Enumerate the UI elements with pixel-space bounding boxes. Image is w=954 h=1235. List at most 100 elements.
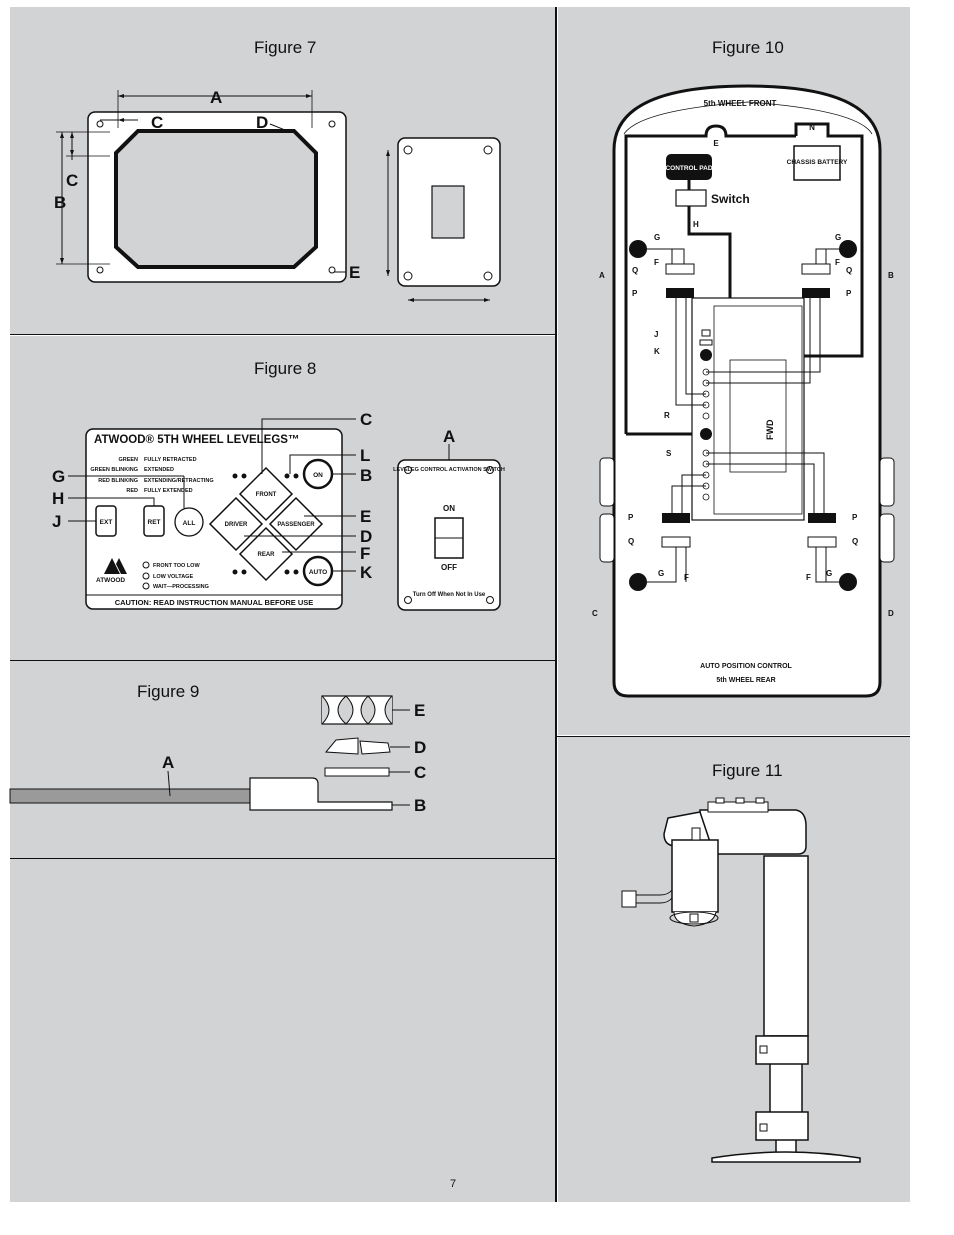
fig10-label-q-tl: Q (632, 266, 638, 275)
status-low-voltage: LOW VOLTAGE (153, 574, 193, 580)
ret-button[interactable]: RET (143, 505, 165, 537)
svg-text:EXT: EXT (100, 519, 113, 526)
svg-text:AUTO: AUTO (309, 569, 327, 576)
fig10-label-q-br: Q (852, 537, 858, 546)
fig9-label-c: C (414, 763, 426, 782)
svg-text:ON: ON (313, 472, 323, 479)
fig10-label-r: R (664, 411, 670, 420)
fig10-label-h: H (693, 220, 699, 229)
blank-panel (10, 859, 556, 1202)
fig10-label-f-bl: F (684, 573, 689, 582)
fig10-label-n: N (809, 123, 815, 132)
switch-on-label: ON (443, 504, 455, 513)
legend-meaning-4: FULLY EXTENDED (144, 488, 193, 494)
fig9-label-d: D (414, 738, 426, 757)
fig10-label-p-tr: P (846, 289, 852, 298)
divider-10-11 (557, 736, 910, 737)
fig10-label-e: E (713, 139, 719, 148)
fig8-panel-title: ATWOOD® 5TH WHEEL LEVELEGS™ (94, 434, 299, 446)
on-button[interactable]: ON (302, 458, 334, 490)
fig10-label-g-bl: G (658, 569, 664, 578)
fig8-label-l: L (360, 446, 370, 465)
legend-meaning-2: EXTENDED (144, 467, 174, 473)
legend-color-4: RED (126, 488, 138, 494)
fig10-label-f-tr: F (835, 258, 840, 267)
front-button[interactable]: FRONT (238, 466, 294, 522)
all-button[interactable]: ALL (174, 507, 204, 537)
fig8-label-g: G (52, 467, 65, 486)
fig10-label-j: J (654, 330, 658, 339)
tire-right (879, 457, 895, 563)
figure-9-title: Figure 9 (137, 682, 200, 701)
svg-text:FRONT: FRONT (256, 492, 277, 498)
fig10-switch (675, 189, 707, 207)
fig9-label-e: E (414, 701, 425, 720)
status-front-too-low: FRONT TOO LOW (153, 563, 200, 569)
battery-label: CHASSIS BATTERY (787, 159, 848, 166)
fig10-switch-label: Switch (711, 192, 750, 206)
svg-text:REAR: REAR (257, 552, 275, 558)
rear-button[interactable]: REAR (238, 526, 294, 582)
switch-title: LEVELEG CONTROL ACTIVATION SWITCH (393, 467, 505, 473)
switch-off-label: OFF (441, 563, 457, 572)
fig7-label-d: D (256, 113, 268, 132)
legend-color-3: RED BLINKING (98, 478, 138, 484)
svg-text:RET: RET (148, 519, 161, 526)
atwood-logo-icon (104, 558, 127, 574)
switch-note: Turn Off When Not In Use (413, 592, 486, 598)
svg-text:LEVELEG CONTROL ACTIVATION SWI: LEVELEG CONTROL ACTIVATION SWITCH (393, 467, 505, 473)
fig10-label-g-br: G (826, 569, 832, 578)
fwd-label: FWD (765, 419, 775, 440)
fig8-label-f: F (360, 544, 370, 563)
fig7-label-a: A (210, 88, 222, 107)
fig8-label-k: K (360, 563, 373, 582)
divider-9-blank (10, 858, 556, 859)
fig8-label-e: E (360, 507, 371, 526)
figure-10-title: Figure 10 (712, 38, 784, 57)
fig7-label-b: B (54, 193, 66, 212)
page-number: 7 (450, 1178, 457, 1190)
figure-10-diagram: 5th WHEEL FRONT E N CHASSIS BATTERY CONT… (592, 84, 895, 698)
fig8-label-b: B (360, 466, 372, 485)
fig7-label-c-side: C (66, 171, 78, 190)
fig10-label-f-tl: F (654, 258, 659, 267)
fig10-label-k: K (654, 347, 660, 356)
fig10-label-c: C (592, 609, 598, 618)
svg-text:ALL: ALL (183, 520, 196, 527)
legend-color-1: GREEN (118, 457, 138, 463)
auto-button[interactable]: AUTO (302, 555, 334, 587)
svg-text:PASSENGER: PASSENGER (277, 522, 315, 528)
divider-8-9 (10, 660, 556, 661)
fig10-front-label: 5th WHEEL FRONT (704, 99, 777, 108)
legend-color-2: GREEN BLINKING (90, 467, 138, 473)
divider-7-8 (10, 334, 556, 335)
tire-left (599, 457, 615, 563)
ext-button[interactable]: EXT (95, 505, 117, 537)
fig8-label-a: A (443, 427, 455, 446)
fig8-label-j: J (52, 512, 61, 531)
fig10-label-a: A (599, 271, 605, 280)
figure-7-diagram: A C D C B E (54, 88, 501, 302)
figure-9-diagram: A E D C B (9, 695, 426, 815)
figure-11-diagram (621, 797, 861, 1163)
atwood-brand: ATWOOD (96, 577, 125, 584)
fig10-label-g-tr: G (835, 233, 841, 242)
svg-text:DRIVER: DRIVER (225, 522, 248, 528)
fig10-rear-line2: 5th WHEEL REAR (716, 677, 775, 684)
fig10-label-g-tl: G (654, 233, 660, 242)
fig8-label-c: C (360, 410, 372, 429)
figure-8-title: Figure 8 (254, 359, 317, 378)
fig10-label-s: S (666, 449, 672, 458)
fig10-label-p-tl: P (632, 289, 638, 298)
caution-text: CAUTION: READ INSTRUCTION MANUAL BEFORE … (115, 598, 314, 607)
status-wait-processing: WAIT—PROCESSING (153, 584, 209, 590)
vertical-divider (555, 7, 557, 1202)
legend-meaning-1: FULLY RETRACTED (144, 457, 197, 463)
fig10-label-q-bl: Q (628, 537, 634, 546)
passenger-button[interactable]: PASSENGER (268, 496, 324, 552)
driver-button[interactable]: DRIVER (208, 496, 264, 552)
fig8-label-d: D (360, 527, 372, 546)
figure-8-diagram: ATWOOD® 5TH WHEEL LEVELEGS™ GREEN FULLY … (52, 410, 505, 611)
leg-jack-illustration (621, 797, 861, 1163)
fig10-label-b: B (888, 271, 894, 280)
